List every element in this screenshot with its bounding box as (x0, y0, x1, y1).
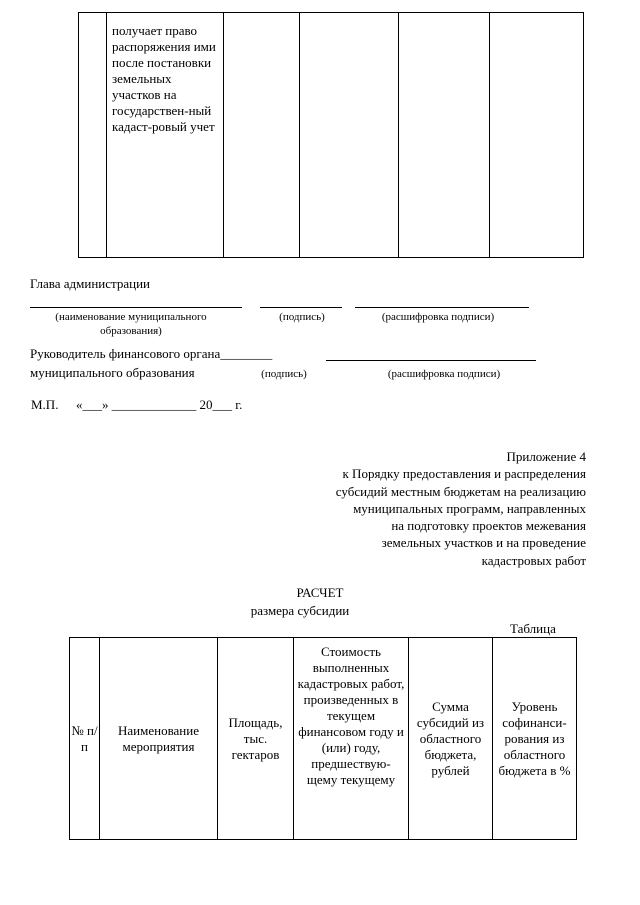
municipality-name-line (30, 307, 242, 308)
header-number: № п/п (69, 637, 100, 840)
top-table-cell-number (78, 12, 107, 258)
header-area: Площадь, тыс. гектаров (217, 637, 294, 840)
table-label: Таблица (510, 621, 556, 636)
calc-table: № п/п Наименование мероприятия Площадь, … (69, 637, 577, 840)
decoding-caption-2: (расшифровка подписи) (387, 368, 501, 380)
calc-title: РАСЧЕТ (296, 585, 344, 600)
appendix-block: Приложение 4 к Порядку предоставления и … (250, 448, 586, 569)
head-of-administration-label: Глава администрации (30, 276, 151, 291)
decoding-line-1 (355, 307, 529, 308)
signature-line-1 (260, 307, 342, 308)
header-cofinancing: Уровень софинанси-рования из областного … (492, 637, 577, 840)
header-cost: Стоимость выполненных кадастровых работ,… (293, 637, 409, 840)
top-table-cell-5 (398, 12, 490, 258)
finance-municipality-label: муниципального образования (30, 365, 195, 380)
signature-caption-2: (подпись) (261, 368, 307, 380)
decoding-line-2 (326, 360, 536, 361)
top-table-cell-description: получает право распоряжения ими после по… (106, 12, 224, 258)
top-table: получает право распоряжения ими после по… (78, 12, 584, 258)
top-table-cell-6 (489, 12, 584, 258)
appendix-line: муниципальных программ, направленных (353, 500, 586, 516)
decoding-caption-1: (расшифровка подписи) (381, 311, 495, 323)
header-subsidy-sum: Сумма субсидий из областного бюджета, ру… (408, 637, 493, 840)
top-table-cell-4 (299, 12, 399, 258)
header-event-name: Наименование мероприятия (99, 637, 218, 840)
top-table-cell-text: получает право распоряжения ими после по… (112, 23, 216, 134)
appendix-line: Приложение 4 (506, 449, 586, 464)
signature-caption-1: (подпись) (279, 311, 325, 323)
appendix-line: к Порядку предоставления и распределения (342, 466, 586, 482)
stamp-mp: М.П. (31, 397, 59, 412)
appendix-line: на подготовку проектов межевания (391, 518, 586, 534)
finance-head-label: Руководитель финансового органа________ (30, 346, 273, 361)
appendix-line: земельных участков и на проведение (381, 535, 586, 551)
municipality-name-caption: (наименование муниципального образования… (55, 311, 207, 337)
top-table-cell-3 (223, 12, 300, 258)
appendix-line: кадастровых работ (481, 552, 586, 568)
stamp-date: «___» _____________ 20___ г. (76, 397, 243, 412)
appendix-line: субсидий местным бюджетам на реализацию (335, 483, 586, 499)
calc-subtitle: размера субсидии (250, 603, 350, 618)
